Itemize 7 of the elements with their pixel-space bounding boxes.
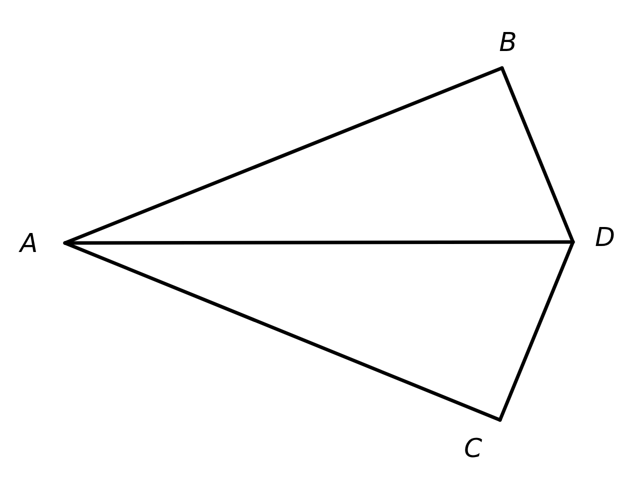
line-segment [498, 240, 575, 422]
vertex-label: A [20, 231, 38, 257]
vertex-label: C [464, 436, 482, 462]
vertex-label: B [499, 30, 517, 56]
line-segment [500, 66, 575, 244]
line-segment [63, 241, 502, 422]
vertex-label: D [594, 225, 615, 251]
